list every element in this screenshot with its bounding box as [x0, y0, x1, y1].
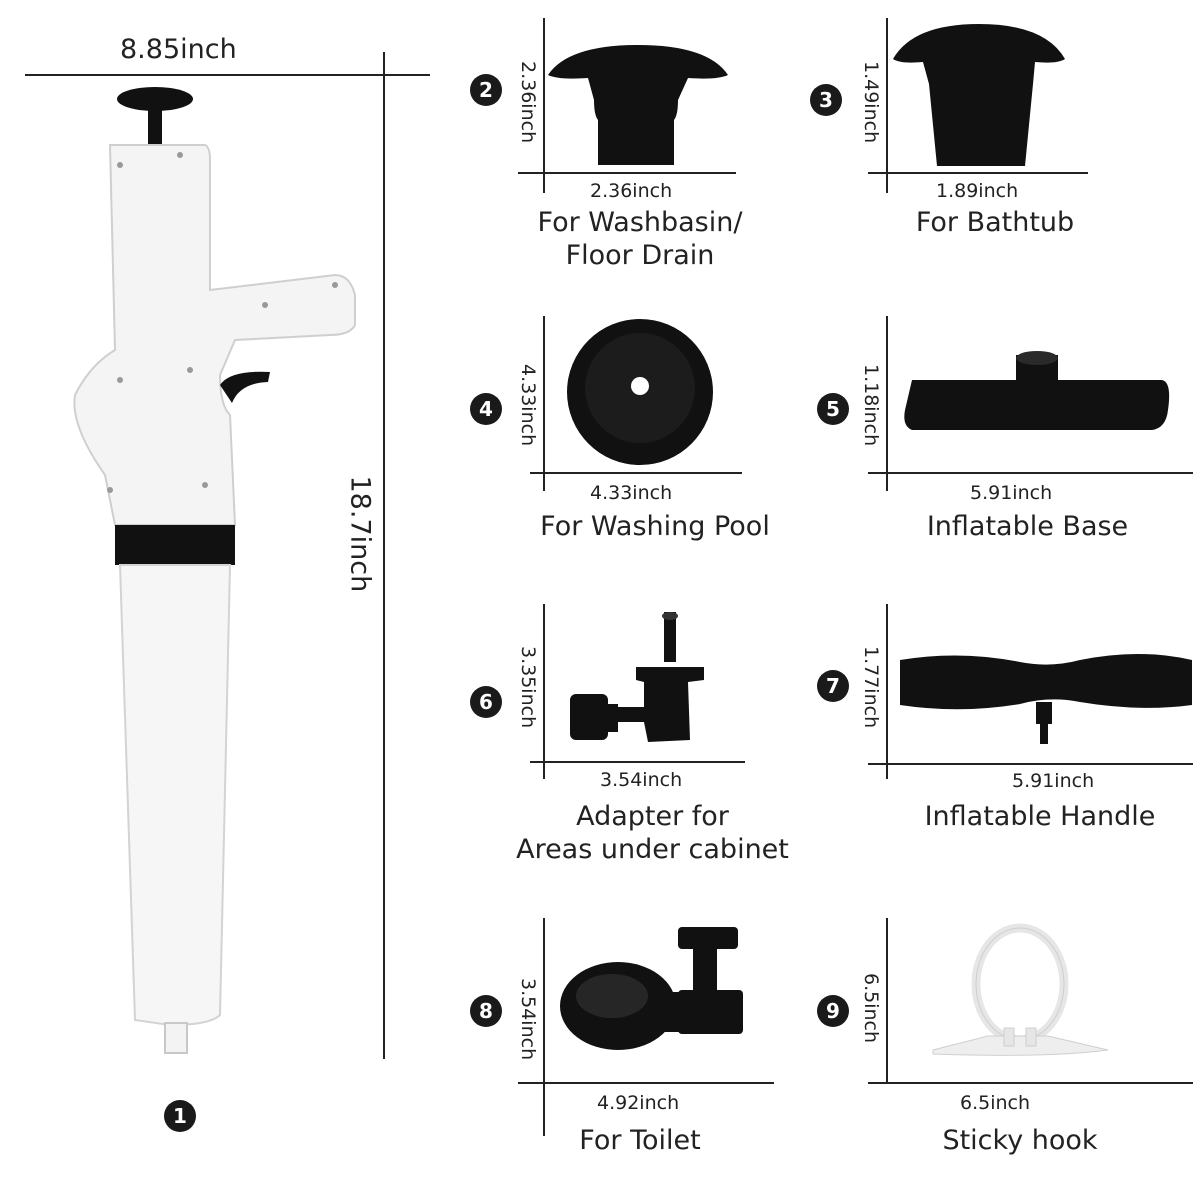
item-3-caption: For Bathtub — [915, 207, 1075, 238]
item-4-caption: For Washing Pool — [540, 511, 770, 542]
inflatable-base-icon — [904, 351, 1170, 430]
item-9-height-label: 6.5inch — [860, 973, 882, 1044]
height-dimension-line — [383, 74, 385, 1059]
adapter-icon — [570, 612, 704, 742]
item-2-caption-line-2: Floor Drain — [565, 240, 715, 271]
item-2-height-line — [543, 18, 545, 193]
item-number-6: 6 — [470, 686, 502, 718]
item-2-caption-line-1: For Washbasin/ — [537, 207, 743, 238]
item-7-caption: Inflatable Handle — [924, 801, 1156, 832]
item-5-height-label: 1.18inch — [860, 364, 882, 447]
item-6-caption-line-1: Adapter for — [576, 801, 729, 832]
item-8-caption: For Toilet — [579, 1125, 701, 1156]
item-number-1: 1 — [164, 1100, 196, 1132]
item-7-height-line — [886, 604, 888, 779]
item-4-height-line — [543, 316, 545, 491]
toilet-adapter-icon — [560, 927, 743, 1050]
plunger-gun-icon — [73, 87, 356, 1054]
item-5-width-label: 5.91inch — [970, 482, 1053, 504]
sticky-hook-icon — [932, 923, 1109, 1056]
item-8-height-line — [543, 918, 545, 1136]
item-9-width-label: 6.5inch — [960, 1092, 1031, 1114]
item-3-width-label: 1.89inch — [936, 180, 1019, 202]
pool-disc-icon — [567, 319, 713, 465]
item-6-caption-line-2: Areas under cabinet — [516, 834, 789, 865]
item-7-width-line — [868, 763, 1193, 765]
item-3-height-label: 1.49inch — [860, 61, 882, 144]
item-2-width-label: 2.36inch — [590, 180, 673, 202]
item-6-height-line — [543, 604, 545, 779]
item-4-width-label: 4.33inch — [590, 482, 673, 504]
item-6-width-line — [530, 761, 745, 763]
item-5-height-line — [886, 316, 888, 491]
bathtub-cup-icon — [893, 24, 1065, 166]
inflatable-handle-icon — [900, 654, 1192, 744]
item-2-height-label: 2.36inch — [517, 61, 539, 144]
width-dimension-line — [25, 74, 430, 76]
item-7-width-label: 5.91inch — [1012, 770, 1095, 792]
washbasin-cup-icon — [548, 45, 728, 165]
item-number-2: 2 — [470, 74, 502, 106]
item-5-caption: Inflatable Base — [926, 511, 1129, 542]
item-5-width-line — [868, 472, 1193, 474]
item-9-width-line — [868, 1082, 1193, 1084]
item-2-width-line — [518, 172, 736, 174]
item-3-height-line — [886, 18, 888, 193]
item-6-height-label: 3.35inch — [517, 646, 539, 729]
item-3-width-line — [868, 172, 1088, 174]
item-9-height-line — [886, 918, 888, 1083]
item-number-7: 7 — [817, 670, 849, 702]
item-4-height-label: 4.33inch — [517, 364, 539, 447]
item-4-width-line — [530, 472, 742, 474]
item-number-9: 9 — [817, 995, 849, 1027]
item-8-width-label: 4.92inch — [597, 1092, 680, 1114]
item-9-caption: Sticky hook — [942, 1125, 1098, 1156]
main-width-label: 8.85inch — [120, 34, 237, 65]
item-8-width-line — [518, 1082, 774, 1084]
item-number-3: 3 — [810, 84, 842, 116]
item-number-4: 4 — [470, 393, 502, 425]
item-number-5: 5 — [817, 393, 849, 425]
item-8-height-label: 3.54inch — [517, 978, 539, 1061]
item-6-width-label: 3.54inch — [600, 769, 683, 791]
item-number-8: 8 — [470, 995, 502, 1027]
item-7-height-label: 1.77inch — [860, 646, 882, 729]
